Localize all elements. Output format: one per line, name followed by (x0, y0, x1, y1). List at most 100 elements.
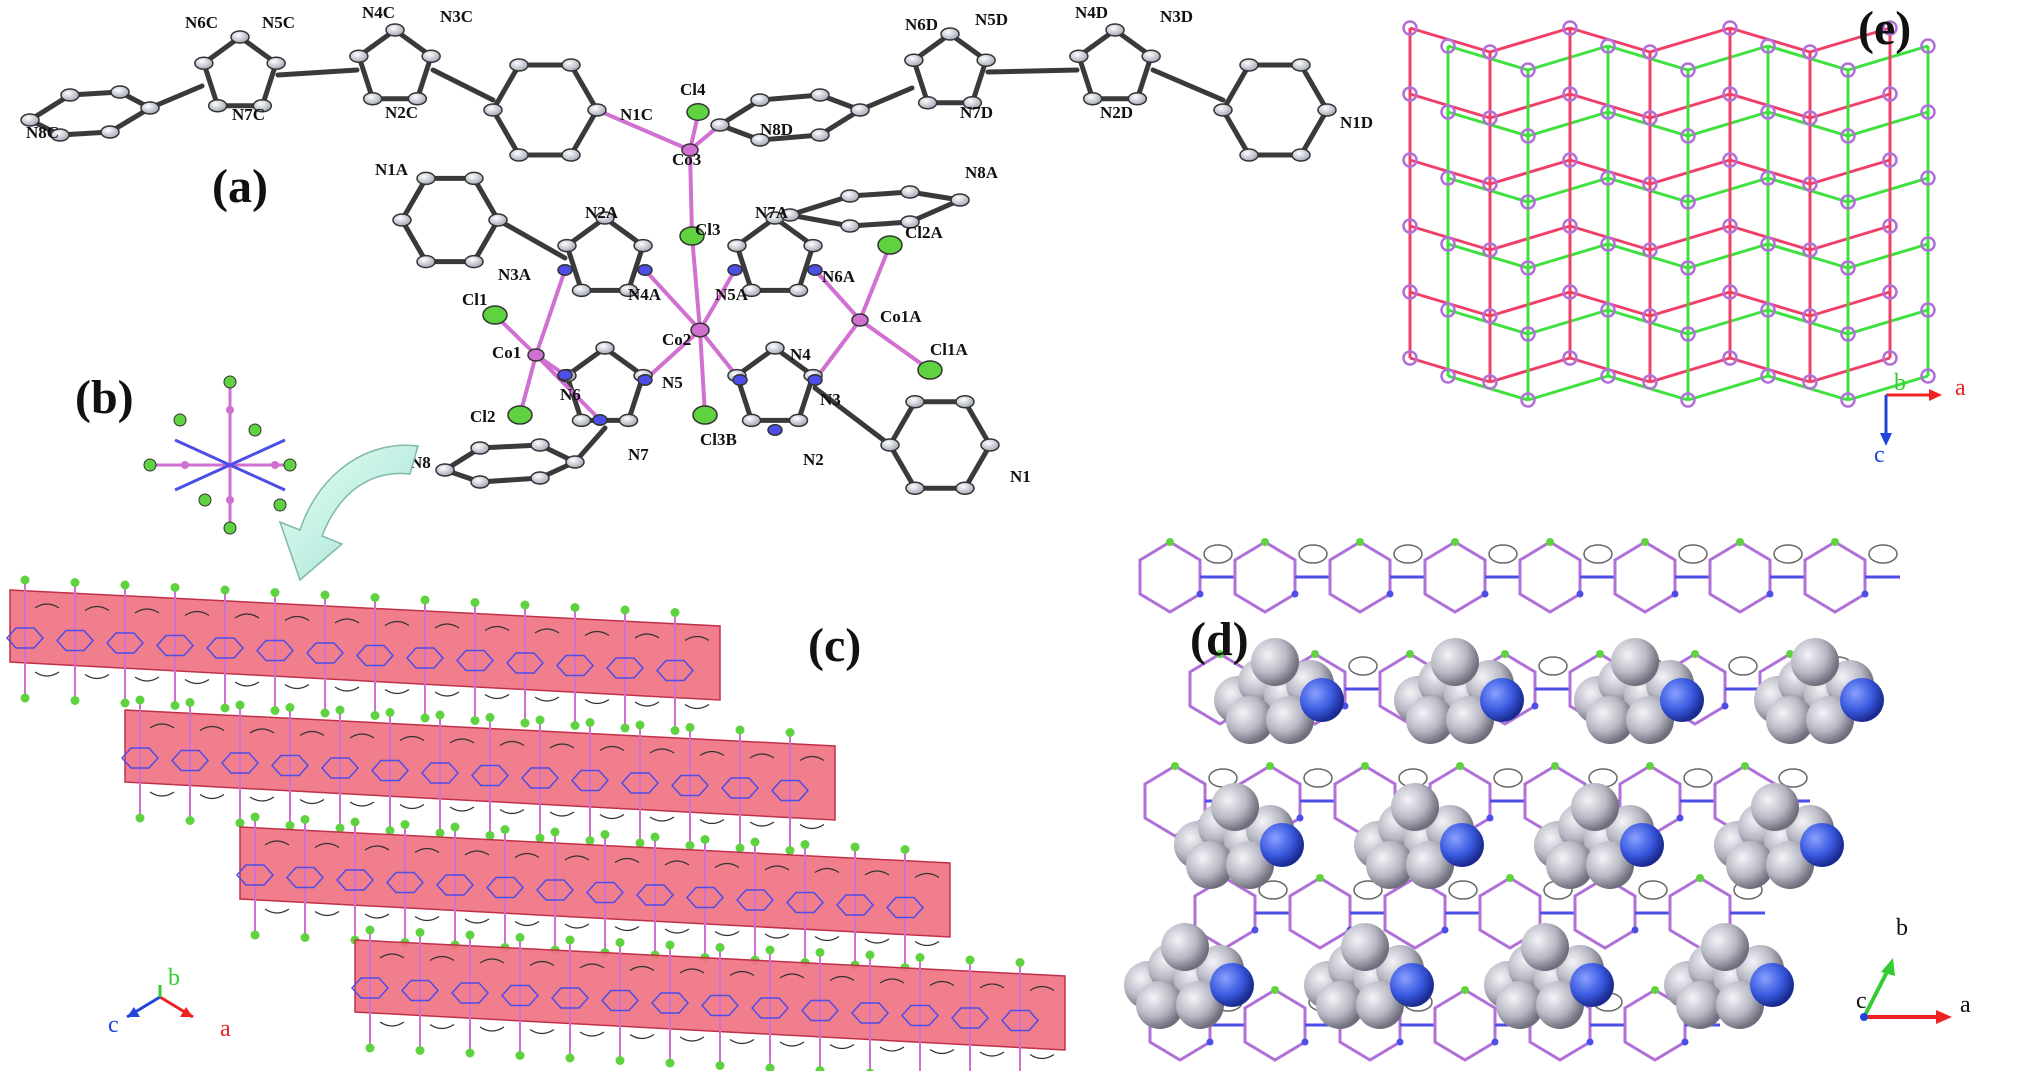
net-red-edge (1809, 26, 1891, 54)
unit-bond (174, 438, 286, 492)
carbon-sphere (1521, 923, 1569, 971)
net-green-edge (1847, 308, 1929, 336)
atom-label-Co1: Co1 (492, 343, 521, 362)
bond (688, 148, 694, 238)
carbon-sphere (1316, 981, 1364, 1029)
chlorine-atom (715, 943, 725, 952)
net-node (1642, 110, 1658, 126)
atom-label-N8C: N8C (26, 123, 59, 142)
nitrogen-atom (1296, 814, 1304, 822)
chlorine-atom (485, 831, 495, 840)
guest-molecule (1214, 638, 1344, 744)
panel-e-label: (e) (1858, 2, 1911, 55)
chlorine-atom (800, 840, 810, 849)
panel-e-axes: a b c (1874, 370, 1966, 468)
carbon-sphere (1341, 923, 1389, 971)
chlorine-atom (170, 583, 180, 592)
carbon-atom (980, 438, 1000, 452)
atom-label-Cl3B: Cl3B (700, 430, 737, 449)
layer-sheet (124, 709, 836, 821)
bond (847, 219, 913, 229)
chlorine-atom (1741, 762, 1749, 770)
cobalt-atom (690, 322, 710, 338)
pyridine-ring (1583, 544, 1613, 564)
net-node (1520, 194, 1536, 210)
net-red-edge (1489, 92, 1571, 120)
chlorine-atom (1356, 538, 1364, 546)
nitrogen-sphere (1800, 823, 1844, 867)
chlorine-atom (765, 945, 775, 955)
pyridine-ring (284, 615, 310, 622)
framework-hexagon (1233, 540, 1297, 614)
pyridine-ring (914, 940, 940, 947)
bond (796, 243, 816, 293)
pyridine-ring (284, 683, 310, 690)
chlorine-atom (435, 710, 445, 720)
triazole-ring (685, 886, 725, 909)
nitrogen-atom (767, 424, 783, 436)
chlorine-atom (735, 725, 745, 735)
carbon-atom (803, 238, 823, 253)
chlorine-atom (485, 713, 495, 722)
carbon-atom (392, 213, 412, 227)
pyridine-ring (1353, 880, 1383, 900)
atom-label-N4A: N4A (628, 285, 662, 304)
nitrogen-atom (1671, 590, 1679, 598)
cobalt-atom (681, 143, 699, 157)
guest-molecule (1124, 923, 1254, 1029)
bond (969, 57, 989, 106)
chlorine-atom (385, 826, 395, 835)
pyridine-ring (664, 928, 690, 934)
net-node (1680, 62, 1696, 78)
chlorine-atom (1261, 538, 1269, 546)
triazole-ring (270, 754, 310, 777)
chlorine-atom (570, 603, 580, 612)
carbon-atom (618, 413, 639, 428)
nitrogen-atom (637, 374, 653, 386)
net-green-edge (1527, 110, 1609, 138)
carbon-atom (385, 23, 405, 37)
pyridine-ring (399, 735, 425, 742)
pyridine-ring (464, 918, 490, 924)
nitrogen-atom (637, 264, 653, 276)
chlorine-atom (370, 593, 380, 602)
net-node (1520, 128, 1536, 144)
atom-label-N7A: N7A (755, 203, 789, 222)
nitrogen-atom (1481, 590, 1489, 598)
atom-label-N2A: N2A (585, 203, 619, 222)
triazole-ring (670, 774, 710, 797)
pyridine-ring (614, 925, 640, 932)
atom-label-N1A: N1A (375, 160, 409, 179)
bond (259, 60, 279, 109)
net-node (1722, 218, 1738, 234)
atom-label-N1D: N1D (1340, 113, 1373, 132)
chlorine-atom (565, 1053, 575, 1063)
atom-label-N3: N3 (820, 390, 841, 409)
carbon-atom (20, 113, 40, 127)
net-node (1882, 86, 1898, 102)
nitrogen-sphere (1570, 963, 1614, 1007)
layer-1 (5, 575, 721, 735)
chlorine-atom (365, 925, 375, 935)
net-node (1722, 20, 1738, 36)
framework-hexagon (1803, 540, 1867, 614)
nitrogen-atom (1531, 702, 1539, 710)
nitrogen-atom (1486, 814, 1494, 822)
triazole-ring (535, 879, 575, 901)
cobalt-atom (851, 313, 869, 327)
carbon-atom (940, 27, 960, 41)
axis-c-arrowhead-icon (127, 1007, 140, 1017)
bond (887, 442, 918, 491)
axis-c-label: c (1874, 442, 1885, 468)
chlorine-atom (600, 830, 610, 839)
chlorine-atom (70, 578, 80, 587)
pyridine-ring (434, 623, 460, 629)
chlorine-atom (665, 940, 675, 950)
chlorine-atom (965, 955, 975, 965)
guest-molecule (1354, 783, 1484, 889)
pyridine-ring (499, 808, 525, 815)
net-node (1680, 260, 1696, 276)
net-node (1920, 368, 1936, 384)
pyridine-ring (864, 870, 890, 876)
triazole-ring (550, 987, 590, 1009)
